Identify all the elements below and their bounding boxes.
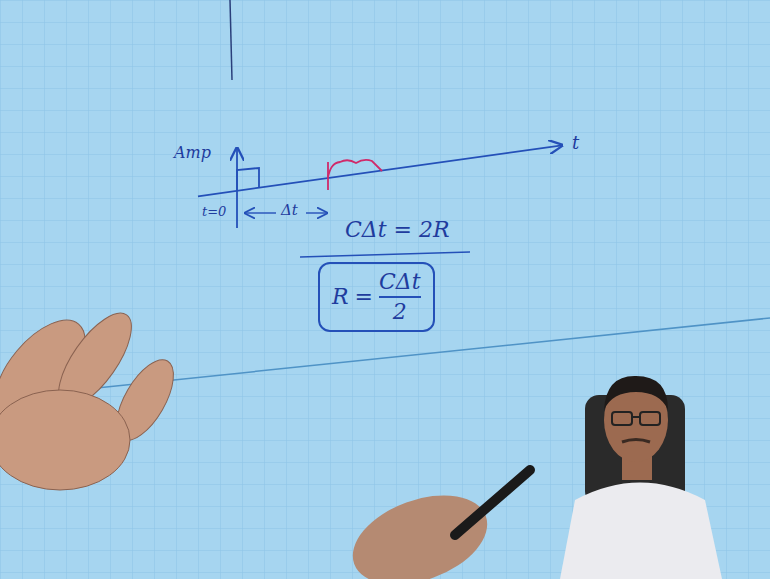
hand: [0, 302, 185, 490]
pen-hand: [341, 470, 530, 579]
axis-label: t: [572, 133, 579, 154]
denominator: 2: [393, 300, 407, 324]
interval-arrow: [245, 212, 276, 213]
axis-line: [230, 0, 232, 80]
transmitted-pulse: [237, 168, 259, 191]
formula-term: R: [332, 285, 349, 309]
axis-label: Amp: [174, 144, 211, 162]
equation: CΔt = 2R: [345, 217, 450, 242]
time-axis: [198, 145, 562, 196]
fraction-bar: [379, 296, 421, 298]
fraction: CΔt 2: [379, 270, 421, 324]
underline: [300, 252, 470, 257]
formula-term: =: [355, 285, 373, 309]
time-origin: t=0: [202, 205, 226, 220]
interval-arrow: [306, 212, 327, 213]
presenter: [560, 376, 722, 579]
interval-label: Δt: [281, 202, 298, 219]
echo-pulse: [328, 160, 382, 177]
result-box: R=CΔt 2: [318, 262, 435, 332]
numerator: CΔt: [379, 270, 421, 294]
